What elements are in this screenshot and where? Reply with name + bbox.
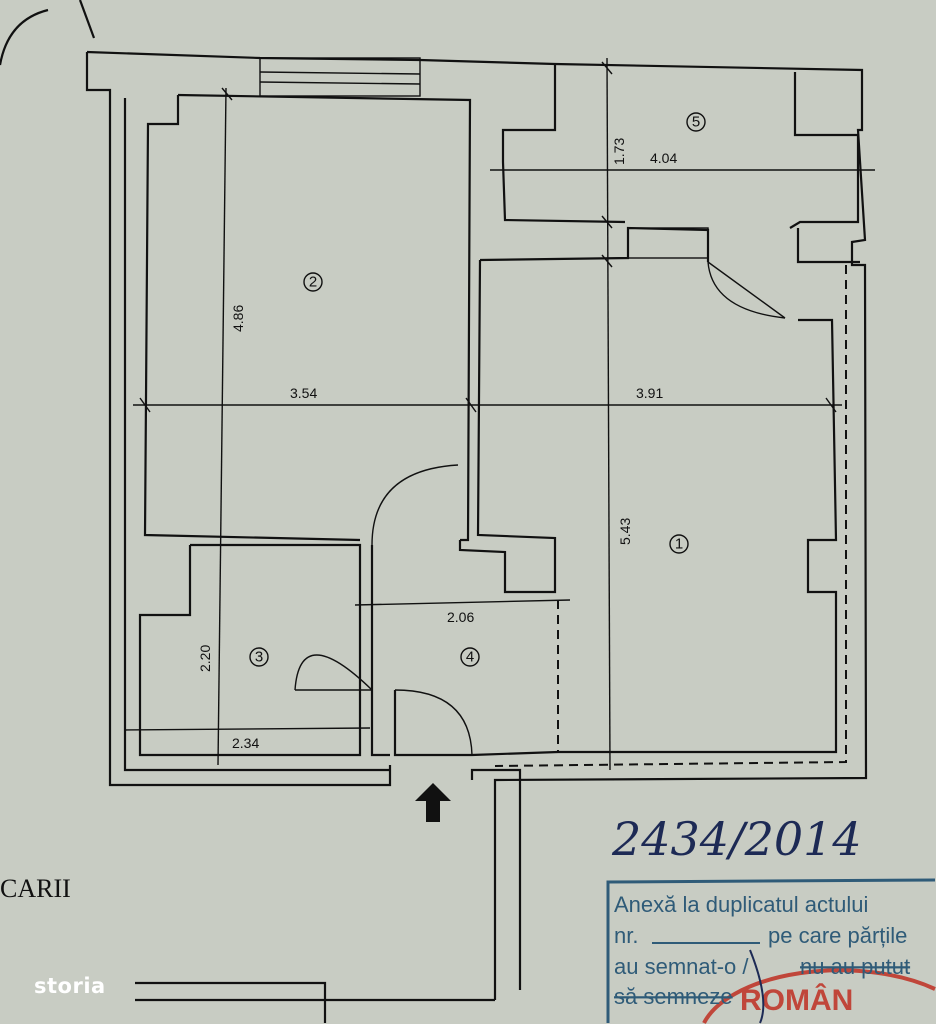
stamp-line-3: au semnat-o / bbox=[614, 954, 749, 979]
room-5-walls bbox=[501, 64, 860, 259]
room-4-label: 4 bbox=[466, 649, 474, 666]
notary-stamp: ROMÂN Anexă la duplicatul actului nr. pe… bbox=[606, 878, 936, 1024]
stamp-line-2-prefix: nr. bbox=[614, 923, 638, 948]
dimension-lines bbox=[124, 57, 875, 771]
stamp-line-1: Anexă la duplicatul actului bbox=[614, 892, 868, 917]
dim-room3-width: 2.34 bbox=[232, 735, 259, 751]
stair-label: CARII bbox=[0, 874, 71, 903]
room-1-walls bbox=[458, 226, 860, 767]
handwritten-number: 2434/2014 bbox=[611, 812, 862, 866]
room-2-label: 2 bbox=[309, 274, 317, 291]
stamp-line-3-struck: nu au putut bbox=[800, 954, 910, 979]
dim-room2-length: 4.86 bbox=[230, 305, 246, 332]
stamp-line-4-struck: să semneze bbox=[614, 984, 733, 1009]
room-2-walls bbox=[143, 93, 472, 542]
room-3-4-walls bbox=[138, 464, 559, 757]
dim-room4-width: 2.06 bbox=[447, 609, 474, 625]
seal-ring bbox=[702, 968, 936, 1024]
dim-room2-width: 3.54 bbox=[290, 385, 317, 401]
room-1-label: 1 bbox=[675, 536, 683, 553]
room-3-label: 3 bbox=[255, 649, 263, 666]
stamp-line-2-suffix: pe care părțile bbox=[768, 923, 907, 948]
dim-room5-depth: 1.73 bbox=[611, 138, 627, 165]
room-5-label: 5 bbox=[692, 114, 700, 131]
dim-room1-width: 3.91 bbox=[636, 385, 663, 401]
outer-walls bbox=[0, 0, 868, 1023]
room-numbers: 1 2 3 4 5 bbox=[249, 112, 706, 667]
entrance-arrow-icon bbox=[415, 783, 451, 822]
dim-room3-length: 2.20 bbox=[197, 645, 213, 672]
dimension-labels: 4.86 3.54 3.91 5.43 1.73 4.04 2.06 2.20 … bbox=[197, 138, 677, 751]
seal-text: ROMÂN bbox=[740, 983, 853, 1017]
storia-watermark-logo: storia bbox=[34, 974, 106, 998]
dim-room1-length: 5.43 bbox=[617, 518, 633, 545]
dim-room5-width: 4.04 bbox=[650, 150, 677, 166]
